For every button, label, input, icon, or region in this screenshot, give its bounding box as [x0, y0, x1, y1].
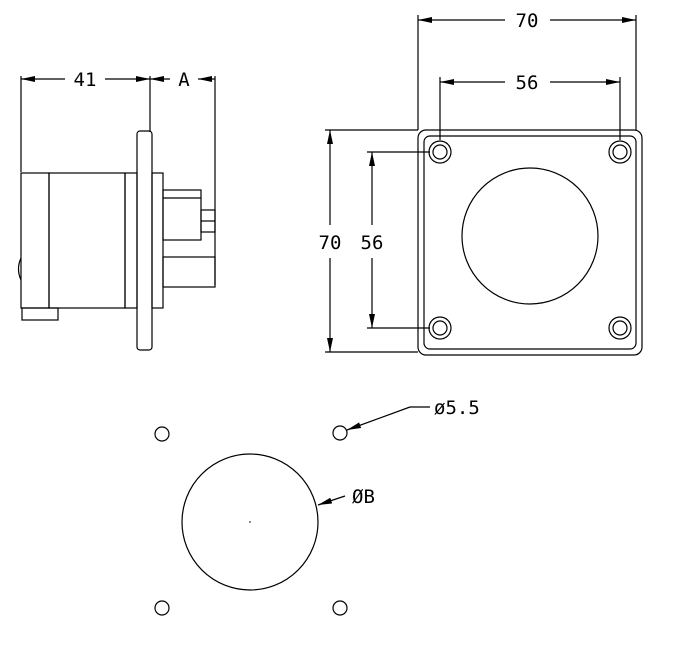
dim-hole-spacing-h-label: 56	[516, 72, 539, 94]
front-view: 70 56 70 56	[319, 10, 643, 356]
panel-cutout: ø5.5 ØB	[154, 397, 480, 616]
dim-length-label: 41	[74, 69, 97, 91]
dim-hole-spacing-v-label: 56	[361, 232, 384, 254]
dim-depth-label: A	[178, 69, 190, 91]
side-view: 41 A	[17, 69, 216, 351]
dim-width-label: 70	[516, 10, 539, 32]
center-diameter-label: ØB	[352, 486, 375, 508]
dim-height-label: 70	[319, 232, 342, 254]
hole-diameter-label: ø5.5	[434, 397, 480, 419]
